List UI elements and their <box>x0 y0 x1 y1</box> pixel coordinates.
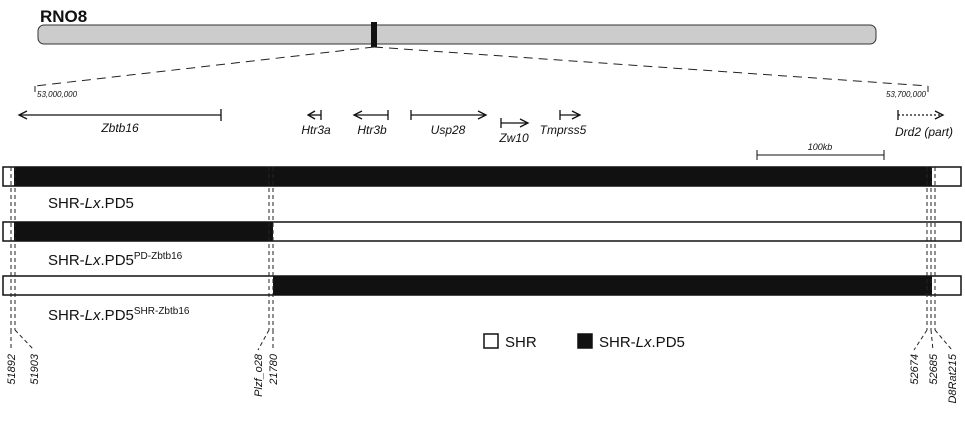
legend-swatch-shr <box>483 333 499 349</box>
strain-bar-shr-lx-pd5 <box>2 166 962 187</box>
gene-zbtb16: Zbtb16 <box>17 109 222 135</box>
marker-plzf-o28: Plzf_o28 <box>253 353 265 397</box>
region-marker-band <box>371 22 377 47</box>
marker-52685: 52685 <box>928 353 940 384</box>
gene-label: Zw10 <box>498 131 529 145</box>
gene-label: Drd2 (part) <box>895 125 953 139</box>
legend-swatch-pd5 <box>577 333 593 349</box>
strain-bar-shr-zbtb16 <box>2 275 962 296</box>
gene-label: Tmprss5 <box>540 123 587 137</box>
gene-label: Usp28 <box>431 123 466 137</box>
scale-bar: 100kb <box>756 142 885 160</box>
zoom-line-right <box>373 46 929 87</box>
gene-drd2: Drd2 (part) <box>895 110 953 139</box>
strain-label-1: SHR-Lx.PD5 <box>48 195 134 212</box>
coordinate-right: 53,700,000 <box>886 90 927 99</box>
marker-d8rat215: D8Rat215 <box>947 353 959 403</box>
gene-label: Zbtb16 <box>100 121 139 135</box>
scale-bar-label: 100kb <box>808 142 833 152</box>
marker-52674: 52674 <box>909 354 921 385</box>
gene-tmprss5: Tmprss5 <box>540 110 587 137</box>
coordinate-left: 53,000,000 <box>37 90 78 99</box>
gene-zw10: Zw10 <box>498 118 530 145</box>
marker-51903: 51903 <box>29 353 41 384</box>
gene-htr3a: Htr3a <box>301 110 331 137</box>
strain-label-3: SHR-Lx.PD5SHR-Zbtb16 <box>48 306 190 324</box>
strain-bar-pd-zbtb16 <box>2 221 962 242</box>
gene-label: Htr3a <box>301 123 331 137</box>
gene-label: Htr3b <box>357 123 387 137</box>
legend: SHR SHR-Lx.PD5 <box>483 333 685 351</box>
marker-guide-lines <box>10 167 953 351</box>
zoom-line-left <box>34 46 375 87</box>
marker-51892: 51892 <box>6 354 18 385</box>
legend-label-pd5: SHR-Lx.PD5 <box>599 334 685 351</box>
chromosome-ideogram <box>37 24 877 45</box>
legend-label-shr: SHR <box>505 334 537 351</box>
chromosome-label: RNO8 <box>40 7 87 26</box>
gene-usp28: Usp28 <box>410 110 488 137</box>
strain-label-2: SHR-Lx.PD5PD-Zbtb16 <box>48 251 183 269</box>
marker-21780: 21780 <box>268 353 280 385</box>
gene-htr3b: Htr3b <box>352 110 389 137</box>
